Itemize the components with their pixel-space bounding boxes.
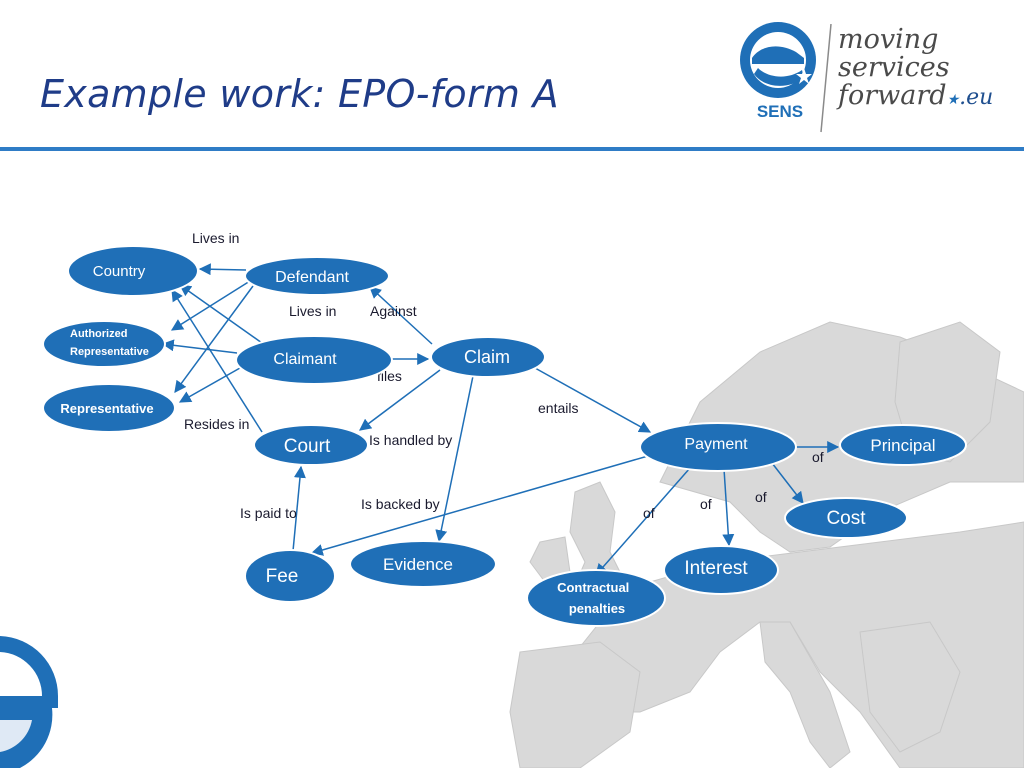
sens-logo: SENS moving services forward★.eu — [738, 18, 1018, 133]
edge-claim-court — [359, 369, 441, 431]
corner-globe-decoration — [0, 636, 59, 768]
edge-label-of-cost: of — [755, 489, 767, 505]
edge-label-of-principal: of — [812, 449, 824, 465]
edge-defendant-country — [198, 263, 247, 276]
node-label-fee: Fee — [266, 566, 299, 587]
node-label-interest: Interest — [684, 558, 748, 579]
edge-claim-evidence — [435, 375, 474, 543]
node-label-claimant: Claimant — [273, 351, 337, 368]
edge-payment-fee — [310, 455, 649, 556]
node-cost — [784, 497, 908, 539]
edge-defendant-authorized-representative — [170, 280, 251, 331]
edge-claimant-authorized-representative — [161, 339, 238, 354]
node-defendant — [244, 256, 390, 296]
edge-label-lives-in: Lives in — [289, 303, 336, 319]
map-balkans — [859, 621, 961, 753]
node-payment — [639, 422, 797, 472]
edge-payment-interest — [722, 468, 735, 547]
node-contractual-penalties — [526, 569, 666, 627]
node-label-country: Country — [93, 263, 146, 280]
node-court — [253, 424, 369, 466]
edge-label-against: Against — [370, 303, 417, 319]
tagline-line-2: services — [838, 52, 950, 83]
edge-payment-contractual-penalties — [595, 467, 691, 576]
edge-label-lives-in-top: Lives in — [192, 230, 239, 246]
edge-labels: Lives in Lives in Against files Resides … — [184, 230, 824, 521]
edge-fee-court — [292, 465, 306, 552]
tagline-tld: .eu — [959, 85, 994, 110]
node-country — [67, 245, 199, 297]
authorized-line-2: Representative — [70, 346, 149, 358]
node-authorized-representative — [42, 320, 166, 368]
edge-claimant-representative — [178, 367, 241, 403]
node-label-evidence: Evidence — [383, 555, 453, 574]
node-label-cost: Cost — [826, 508, 866, 529]
node-claimant — [235, 335, 393, 385]
node-principal — [839, 424, 967, 466]
edge-defendant-representative — [174, 285, 254, 393]
tagline-line-1: moving — [838, 24, 939, 55]
penalties-line-1: Contractual — [557, 580, 629, 595]
edge-label-is-handled-by: Is handled by — [369, 432, 452, 448]
node-evidence — [349, 540, 497, 588]
authorized-line-1: Authorized — [70, 328, 127, 340]
map-italy — [759, 621, 851, 768]
node-label-authorized-representative: Authorized Representative — [70, 328, 149, 358]
node-label-contractual-penalties: Contractual penalties — [557, 580, 633, 616]
logo-separator — [820, 24, 832, 133]
node-label-payment: Payment — [684, 436, 748, 453]
edge-label-of-interest: of — [700, 496, 712, 512]
star-icon: ★ — [946, 92, 960, 108]
tagline-line-3: forward★.eu — [838, 82, 993, 114]
edge-court-country — [171, 288, 263, 433]
map-iberia — [509, 641, 641, 768]
node-label-principal: Principal — [870, 436, 935, 455]
node-interest — [663, 545, 779, 595]
node-fee — [244, 549, 336, 603]
edge-label-is-backed-by: Is backed by — [361, 496, 440, 512]
sens-globe-icon — [740, 22, 816, 98]
edge-claim-defendant — [369, 286, 433, 345]
slide-title: Example work: EPO-form A — [40, 72, 559, 116]
edge-label-resides-in: Resides in — [184, 416, 249, 432]
node-representative — [42, 383, 176, 433]
node-label-claim: Claim — [464, 347, 510, 367]
edge-payment-cost — [771, 462, 804, 504]
edge-label-of-penalties: of — [643, 505, 655, 521]
header-rule — [0, 147, 1024, 151]
edge-label-is-paid-to: Is paid to — [240, 505, 297, 521]
node-label-representative: Representative — [60, 401, 153, 416]
node-label-defendant: Defendant — [275, 269, 349, 286]
logo-wordmark: SENS — [756, 102, 804, 121]
node-claim — [430, 336, 546, 378]
edge-label-entails: entails — [538, 400, 578, 416]
edge-claim-payment — [534, 367, 652, 433]
logo-tagline: moving services forward★.eu — [838, 26, 993, 114]
penalties-line-2: penalties — [569, 601, 625, 616]
slide-header — [0, 0, 1024, 150]
node-label-court: Court — [284, 436, 331, 457]
edge-claimant-country — [179, 284, 263, 344]
tagline-word: forward — [838, 80, 947, 111]
